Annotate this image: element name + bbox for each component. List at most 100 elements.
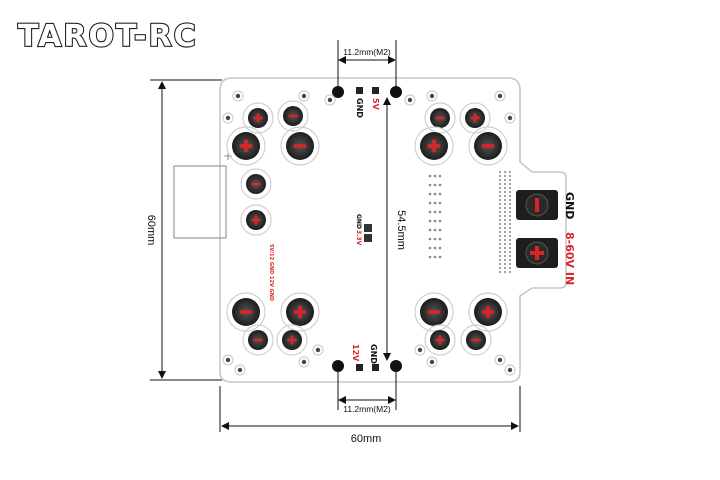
plus-sign: + xyxy=(223,149,233,163)
component-dot xyxy=(498,250,502,254)
via-hole xyxy=(494,354,506,366)
component-dot xyxy=(498,246,502,250)
component-dot xyxy=(503,262,507,266)
via-hole xyxy=(234,364,246,376)
component-dot xyxy=(503,242,507,246)
component-dot xyxy=(438,219,442,223)
component-dot xyxy=(428,219,432,223)
component-dot xyxy=(433,201,437,205)
vertical-pad-spacing-dimension: 54.5mm xyxy=(383,97,407,361)
component-dot xyxy=(508,194,512,198)
via-center xyxy=(225,115,231,121)
via-center xyxy=(327,97,333,103)
component-dot xyxy=(498,222,502,226)
motor-pad xyxy=(459,102,491,134)
via-center xyxy=(429,359,435,365)
via-hole xyxy=(312,344,324,356)
component-dot xyxy=(498,242,502,246)
mounting-holes xyxy=(332,86,402,372)
motor-pad xyxy=(242,102,274,134)
component-dot xyxy=(498,218,502,222)
component-dot xyxy=(508,234,512,238)
component-dot xyxy=(503,218,507,222)
component-dot xyxy=(428,210,432,214)
input-gnd-label: GND xyxy=(563,192,576,219)
component-dot xyxy=(433,228,437,232)
motor-pad xyxy=(277,100,309,132)
component-dot xyxy=(428,183,432,187)
component-dot xyxy=(428,192,432,196)
pad-3v3 xyxy=(364,224,372,232)
mount-hole xyxy=(332,86,344,98)
component-dot xyxy=(508,226,512,230)
component-dot xyxy=(508,230,512,234)
component-dot xyxy=(503,222,507,226)
side-connector-label: 5V/12 GND 12V GND xyxy=(268,244,274,301)
via-hole xyxy=(324,94,336,106)
via-hole xyxy=(426,90,438,102)
component-dot xyxy=(508,178,512,182)
motor-pad xyxy=(240,204,272,236)
component-dot xyxy=(503,246,507,250)
component-dot xyxy=(498,170,502,174)
component-dot xyxy=(498,230,502,234)
component-dot xyxy=(438,228,442,232)
via-center xyxy=(497,93,503,99)
component-dot xyxy=(503,174,507,178)
bottom-pad-spacing-label: 11.2mm(M2) xyxy=(343,404,391,414)
via-hole xyxy=(222,112,234,124)
component-dot xyxy=(503,194,507,198)
component-dot xyxy=(428,237,432,241)
component-dot xyxy=(498,174,502,178)
via-center xyxy=(301,93,307,99)
motor-pad xyxy=(280,292,320,332)
component-dot xyxy=(438,192,442,196)
via-center xyxy=(237,367,243,373)
component-dot xyxy=(498,258,502,262)
component-dot xyxy=(428,201,432,205)
pad-gnd-mid xyxy=(364,234,372,242)
pad-12v-bottom xyxy=(356,364,363,371)
component-dot xyxy=(508,190,512,194)
motor-pad xyxy=(424,324,456,356)
component-dot xyxy=(498,254,502,258)
via-center xyxy=(407,97,413,103)
component-dot xyxy=(503,186,507,190)
via-hole xyxy=(494,90,506,102)
component-dot xyxy=(498,266,502,270)
component-dot xyxy=(508,210,512,214)
motor-pad xyxy=(424,102,456,134)
mid-3v3-label: 3.3V xyxy=(355,230,362,246)
component-dot xyxy=(498,214,502,218)
component-dot xyxy=(498,262,502,266)
via-center xyxy=(315,347,321,353)
component-dot xyxy=(503,258,507,262)
mount-hole xyxy=(390,86,402,98)
component-dot xyxy=(498,198,502,202)
brand-logo: TAROT-RC xyxy=(18,19,198,54)
component-dot xyxy=(503,170,507,174)
component-dot xyxy=(428,246,432,250)
top-pad-spacing-dimension: 11.2mm(M2) xyxy=(337,40,397,90)
component-dot xyxy=(438,246,442,250)
motor-pad xyxy=(414,126,454,166)
component-dot xyxy=(508,206,512,210)
pad-gnd-top xyxy=(356,87,363,94)
via-center xyxy=(301,359,307,365)
component-dot xyxy=(428,228,432,232)
board-width-dimension: 60mm xyxy=(219,386,521,445)
component-dot xyxy=(508,218,512,222)
motor-pad xyxy=(280,126,320,166)
input-terminals xyxy=(516,190,558,268)
via-hole xyxy=(298,356,310,368)
bottom-gnd-label: GND xyxy=(369,344,378,364)
via-center xyxy=(507,367,513,373)
component-dot xyxy=(503,210,507,214)
component-dot xyxy=(433,255,437,259)
via-center xyxy=(507,115,513,121)
side-connector-outline xyxy=(173,165,227,239)
component-dot xyxy=(508,202,512,206)
component-dot xyxy=(438,255,442,259)
mid-gnd-label: GND xyxy=(355,214,362,229)
via-center xyxy=(497,357,503,363)
